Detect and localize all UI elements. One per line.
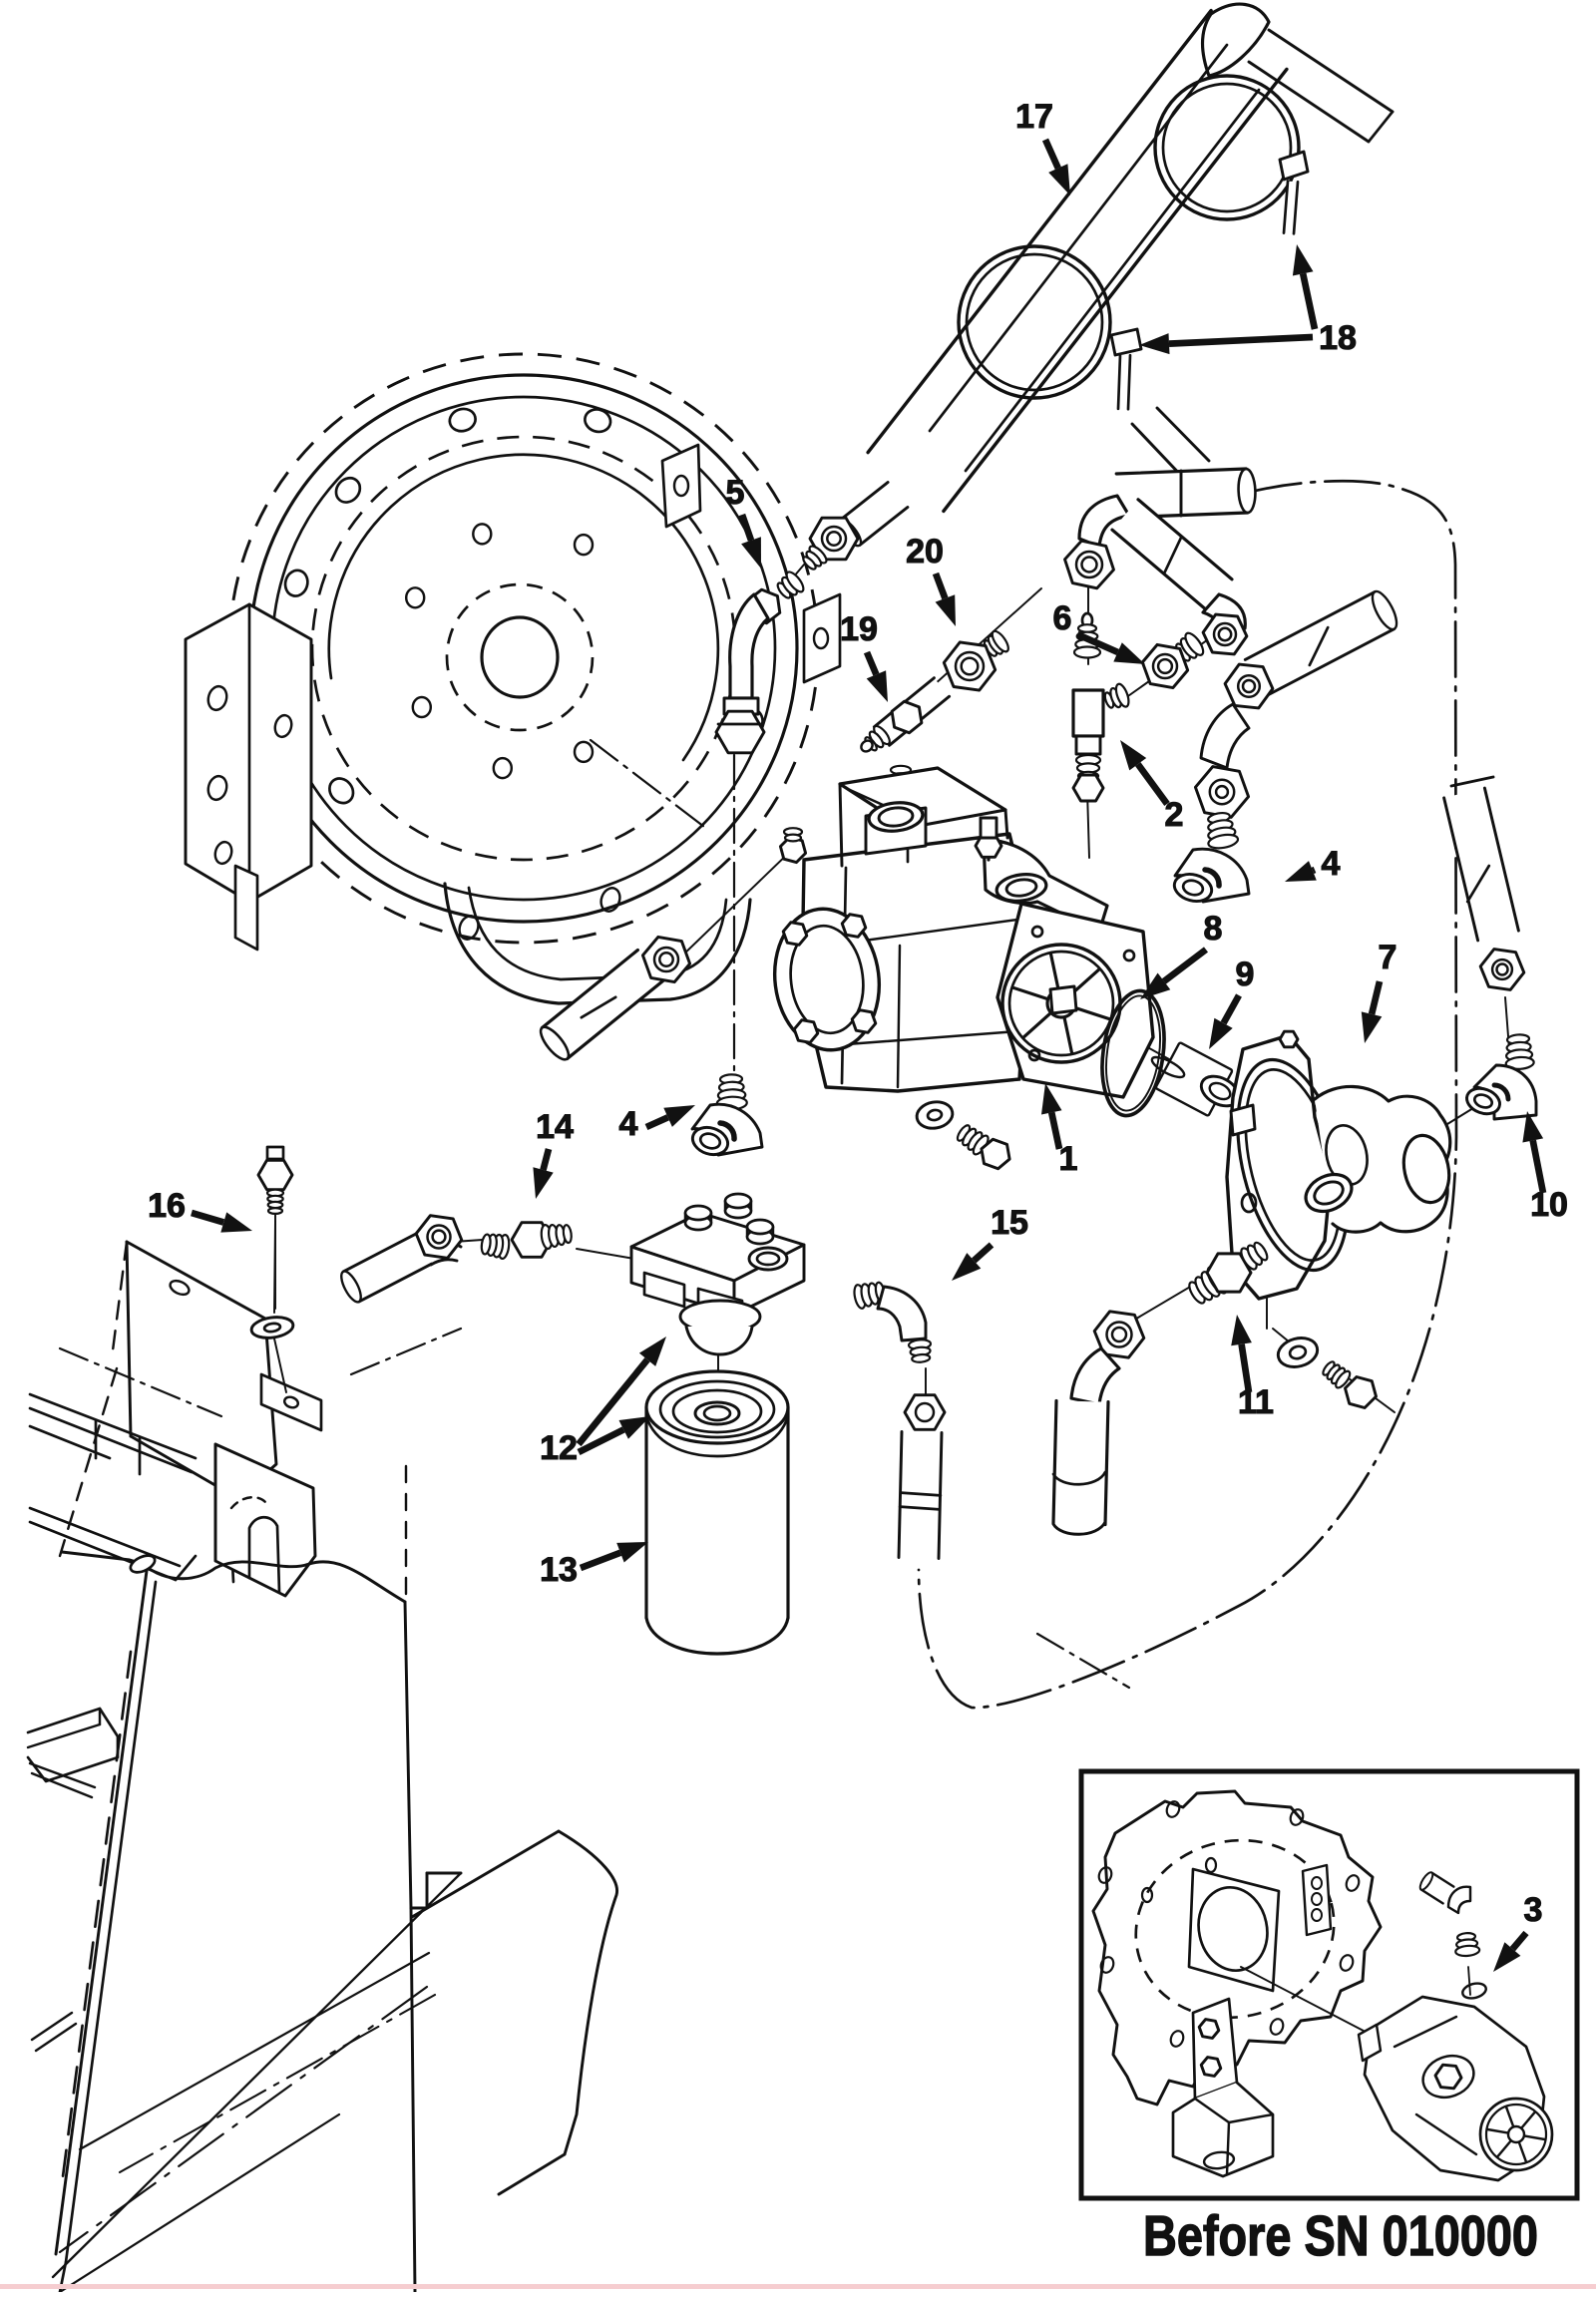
svg-text:13: 13 bbox=[540, 1551, 578, 1589]
svg-text:15: 15 bbox=[991, 1204, 1028, 1242]
svg-text:Before SN 010000: Before SN 010000 bbox=[1143, 2204, 1538, 2268]
svg-text:2: 2 bbox=[1165, 796, 1184, 834]
svg-text:6: 6 bbox=[1053, 599, 1072, 637]
svg-text:7: 7 bbox=[1379, 939, 1397, 976]
svg-text:12: 12 bbox=[540, 1429, 578, 1467]
svg-text:18: 18 bbox=[1319, 319, 1357, 357]
svg-text:20: 20 bbox=[906, 533, 944, 571]
svg-text:3: 3 bbox=[1524, 1891, 1543, 1929]
svg-text:10: 10 bbox=[1530, 1186, 1568, 1224]
svg-text:5: 5 bbox=[726, 474, 745, 512]
svg-text:9: 9 bbox=[1236, 956, 1255, 993]
svg-text:1: 1 bbox=[1059, 1140, 1078, 1178]
svg-text:14: 14 bbox=[536, 1108, 574, 1146]
svg-text:8: 8 bbox=[1204, 910, 1223, 948]
svg-text:4: 4 bbox=[1322, 845, 1341, 883]
svg-text:17: 17 bbox=[1015, 98, 1053, 136]
svg-text:19: 19 bbox=[840, 610, 878, 648]
svg-text:16: 16 bbox=[148, 1187, 186, 1225]
svg-text:4: 4 bbox=[619, 1105, 638, 1143]
svg-text:11: 11 bbox=[1238, 1383, 1274, 1421]
